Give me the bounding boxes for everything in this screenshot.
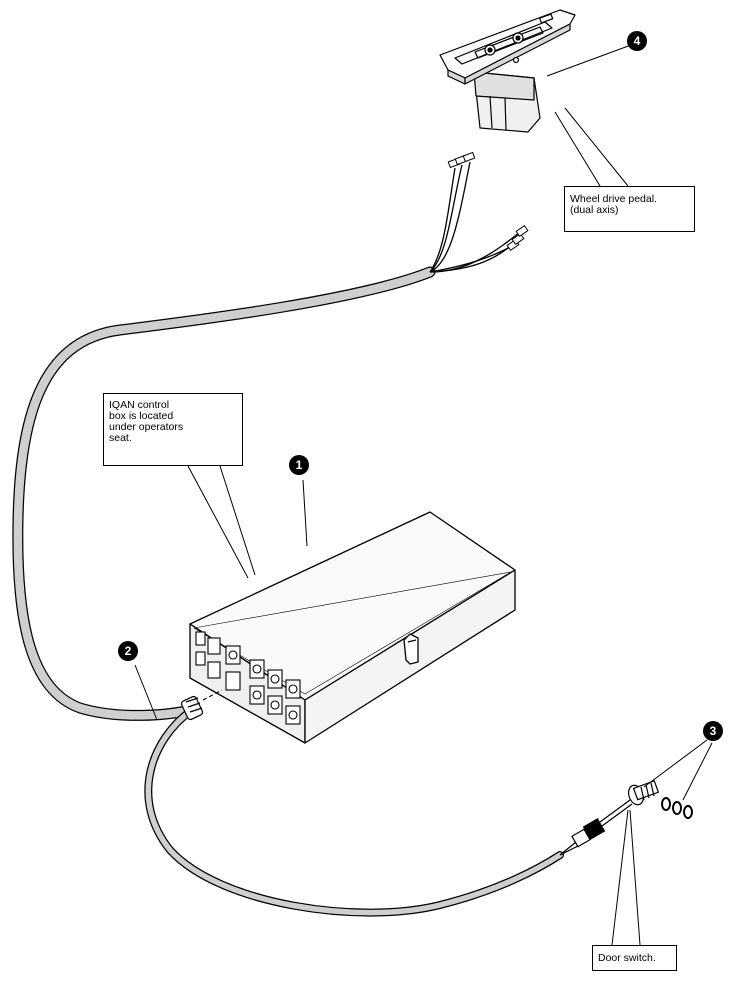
control-box-label-line-3: under operators <box>109 421 184 433</box>
pedal-label-line-1: Wheel drive pedal. <box>570 193 657 205</box>
pedal-breakout-wires <box>429 161 521 273</box>
callout-badge-2: 2 <box>118 641 138 661</box>
callout-badge-1: 1 <box>289 455 309 475</box>
door-switch-label-box: Door switch. <box>592 945 677 971</box>
harness-connector-plug <box>180 689 223 721</box>
wheel-drive-pedal <box>439 9 576 133</box>
door-switch-cable <box>144 706 564 917</box>
door-switch-connector <box>571 818 606 848</box>
door-switch <box>627 780 660 806</box>
control-box-label-line-4: seat. <box>109 432 132 444</box>
leader-lines <box>134 44 713 946</box>
pedal-label-box: Wheel drive pedal. (dual axis) <box>564 186 695 232</box>
main-harness-cable <box>12 266 436 721</box>
control-box-label-line-2: box is located <box>109 410 174 422</box>
callout-badge-4: 4 <box>627 31 647 51</box>
control-box-label-line-1: IQAN control <box>109 399 170 411</box>
control-box-label-box: IQAN control box is located under operat… <box>103 393 243 466</box>
iqan-control-box <box>189 511 516 744</box>
door-switch-nuts <box>661 797 693 819</box>
control-box-connectors <box>195 631 301 725</box>
door-switch-wires <box>559 799 633 856</box>
callout-badge-3: 3 <box>703 721 723 741</box>
pedal-label-line-2: (dual axis) <box>570 204 619 216</box>
pedal-wire-terminals <box>447 151 529 252</box>
door-switch-label-line-1: Door switch. <box>598 952 656 964</box>
